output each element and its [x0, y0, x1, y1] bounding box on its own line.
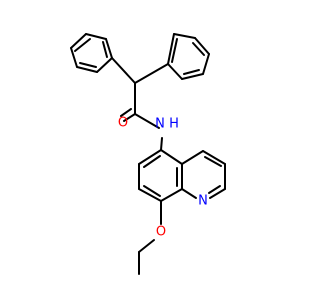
- quinoline-benzene-ring: [138, 149, 183, 202]
- atom-labels: O N H N O: [118, 116, 208, 240]
- ether-oxygen-label: O: [156, 225, 166, 240]
- carbonyl-oxygen-label: O: [118, 116, 128, 131]
- quinoline-pyridine-ring: [181, 150, 226, 199]
- molecule-structure: O N H N O: [70, 33, 226, 275]
- amide-hydrogen-label: H: [169, 117, 179, 132]
- molecule-canvas: O N H N O: [70, 33, 226, 275]
- amide-nitrogen-label: N: [155, 117, 165, 132]
- amide-backbone: [111, 57, 169, 151]
- ethoxy-group: [138, 200, 162, 275]
- phenyl-ring-left: [70, 33, 113, 73]
- quinoline-nitrogen-label: N: [198, 194, 208, 209]
- phenyl-ring-right: [167, 33, 210, 80]
